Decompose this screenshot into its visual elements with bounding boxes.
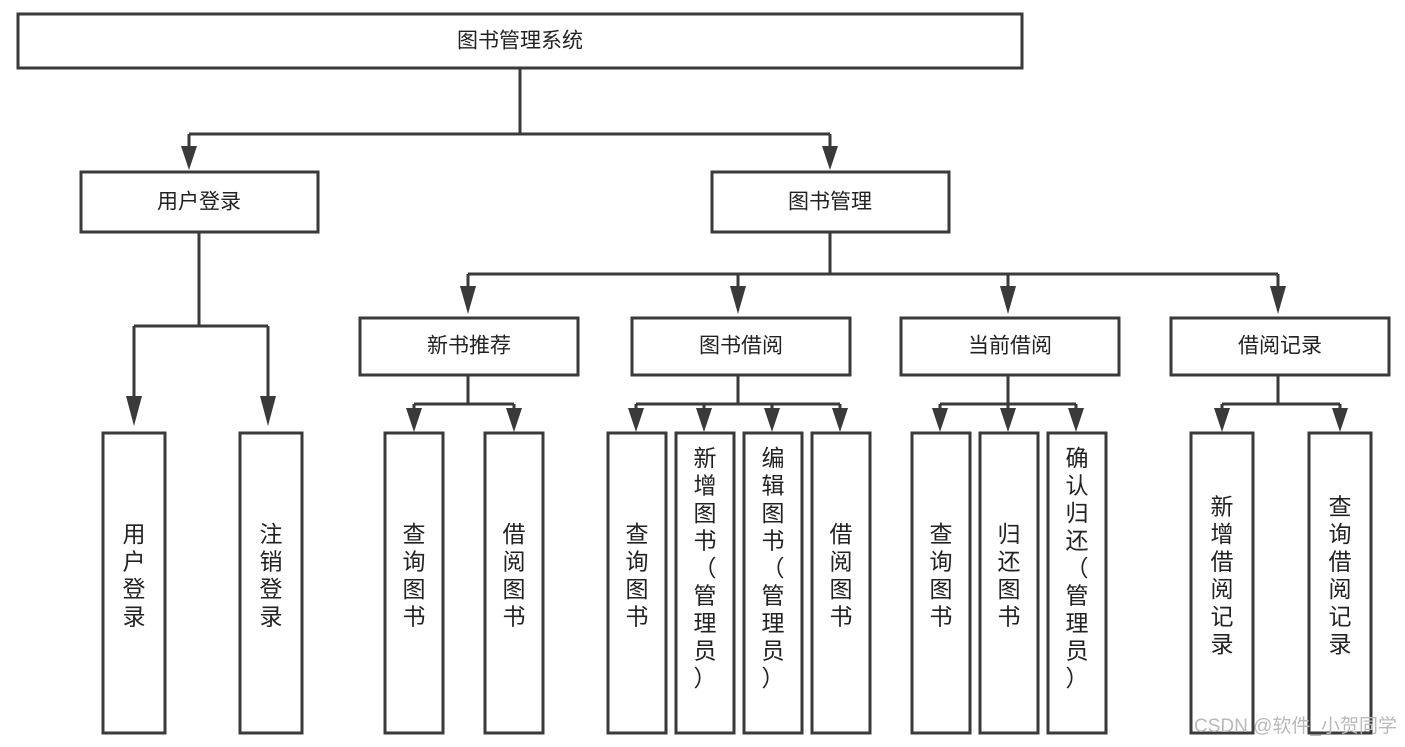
arrow-head-leaf-confirm-return [1068,408,1084,432]
node-leaf-query-book-2[interactable]: 查询图书 [606,431,668,735]
node-leaf-user-login-label: 用户登录 [123,521,146,630]
arrow-head-leaf-query-record [1332,408,1348,432]
node-leaf-add-borrow-record[interactable]: 新增借阅记录 [1189,431,1255,735]
node-leaf-add-book-admin-label: 新增图书（管理员） [694,445,717,691]
node-leaf-add-book-admin[interactable]: 新增图书（管理员） [674,431,736,735]
arrow-head-borrow-record [1270,286,1286,314]
node-book-management[interactable]: 图书管理 [710,170,951,234]
node-leaf-query-borrow-record[interactable]: 查询借阅记录 [1307,431,1373,735]
node-leaf-logout-label: 注销登录 [260,521,283,630]
arrow-head-leaf-query-book-1 [406,408,422,432]
node-book-borrow-label: 图书借阅 [699,335,783,358]
node-leaf-query-book-1[interactable]: 查询图书 [383,431,445,735]
arrow-head-leaf-query-book-2 [628,408,644,432]
node-user-login-label: 用户登录 [157,191,241,214]
node-leaf-confirm-return-admin-label: 确认归还（管理员） [1066,445,1089,691]
node-leaf-query-borrow-record-label: 查询借阅记录 [1329,493,1352,657]
node-root-system[interactable]: 图书管理系统 [16,12,1024,70]
watermark-label: CSDN @软件_小贺同学 [1194,715,1397,737]
node-leaf-query-book-3[interactable]: 查询图书 [910,431,972,735]
arrow-head-leaf-add-record [1214,408,1230,432]
arrow-head-book-borrow [730,286,746,314]
connector-layer [126,68,1348,432]
arrow-head-user-login [181,146,197,170]
node-leaf-return-book-label: 归还图书 [998,521,1021,630]
arrow-head-leaf-user-login [126,396,142,426]
node-leaf-edit-book-admin[interactable]: 编辑图书（管理员） [742,431,804,735]
arrow-head-current-borrow [1000,286,1016,314]
arrow-head-leaf-logout [260,396,276,426]
arrow-head-leaf-edit-book [764,408,780,432]
node-leaf-query-book-3-label: 查询图书 [930,521,953,630]
arrow-head-book-mgmt [822,146,838,170]
node-new-book-recommend[interactable]: 新书推荐 [358,316,580,377]
node-leaf-borrow-book-1[interactable]: 借阅图书 [483,431,545,735]
node-leaf-borrow-book-2-label: 借阅图书 [830,521,853,630]
node-leaf-confirm-return-admin[interactable]: 确认归还（管理员） [1046,431,1108,735]
node-leaf-user-login[interactable]: 用户登录 [101,431,167,735]
node-user-login[interactable]: 用户登录 [79,170,320,234]
arrow-head-leaf-query-book-3 [932,408,948,432]
node-root-system-label: 图书管理系统 [457,30,583,53]
node-leaf-borrow-book-2[interactable]: 借阅图书 [810,431,872,735]
arrow-head-leaf-borrow-book-2 [832,408,848,432]
node-book-management-label: 图书管理 [788,191,872,214]
node-leaf-add-borrow-record-label: 新增借阅记录 [1211,493,1234,657]
node-new-book-recommend-label: 新书推荐 [427,335,511,358]
node-leaf-query-book-2-label: 查询图书 [626,521,649,630]
node-leaf-borrow-book-1-label: 借阅图书 [503,521,526,630]
node-current-borrow[interactable]: 当前借阅 [899,316,1121,377]
node-borrow-record-label: 借阅记录 [1238,335,1322,358]
arrow-head-leaf-add-book [696,408,712,432]
node-book-borrow[interactable]: 图书借阅 [630,316,852,377]
arrow-head-new-book-rec [460,286,476,314]
node-leaf-edit-book-admin-label: 编辑图书（管理员） [762,445,785,691]
arrow-head-leaf-borrow-book-1 [506,408,522,432]
node-leaf-logout[interactable]: 注销登录 [238,431,304,735]
node-borrow-record[interactable]: 借阅记录 [1169,316,1391,377]
arrow-head-leaf-return-book [1000,408,1016,432]
node-leaf-return-book[interactable]: 归还图书 [978,431,1040,735]
node-leaf-query-book-1-label: 查询图书 [403,521,426,630]
node-current-borrow-label: 当前借阅 [968,335,1052,358]
